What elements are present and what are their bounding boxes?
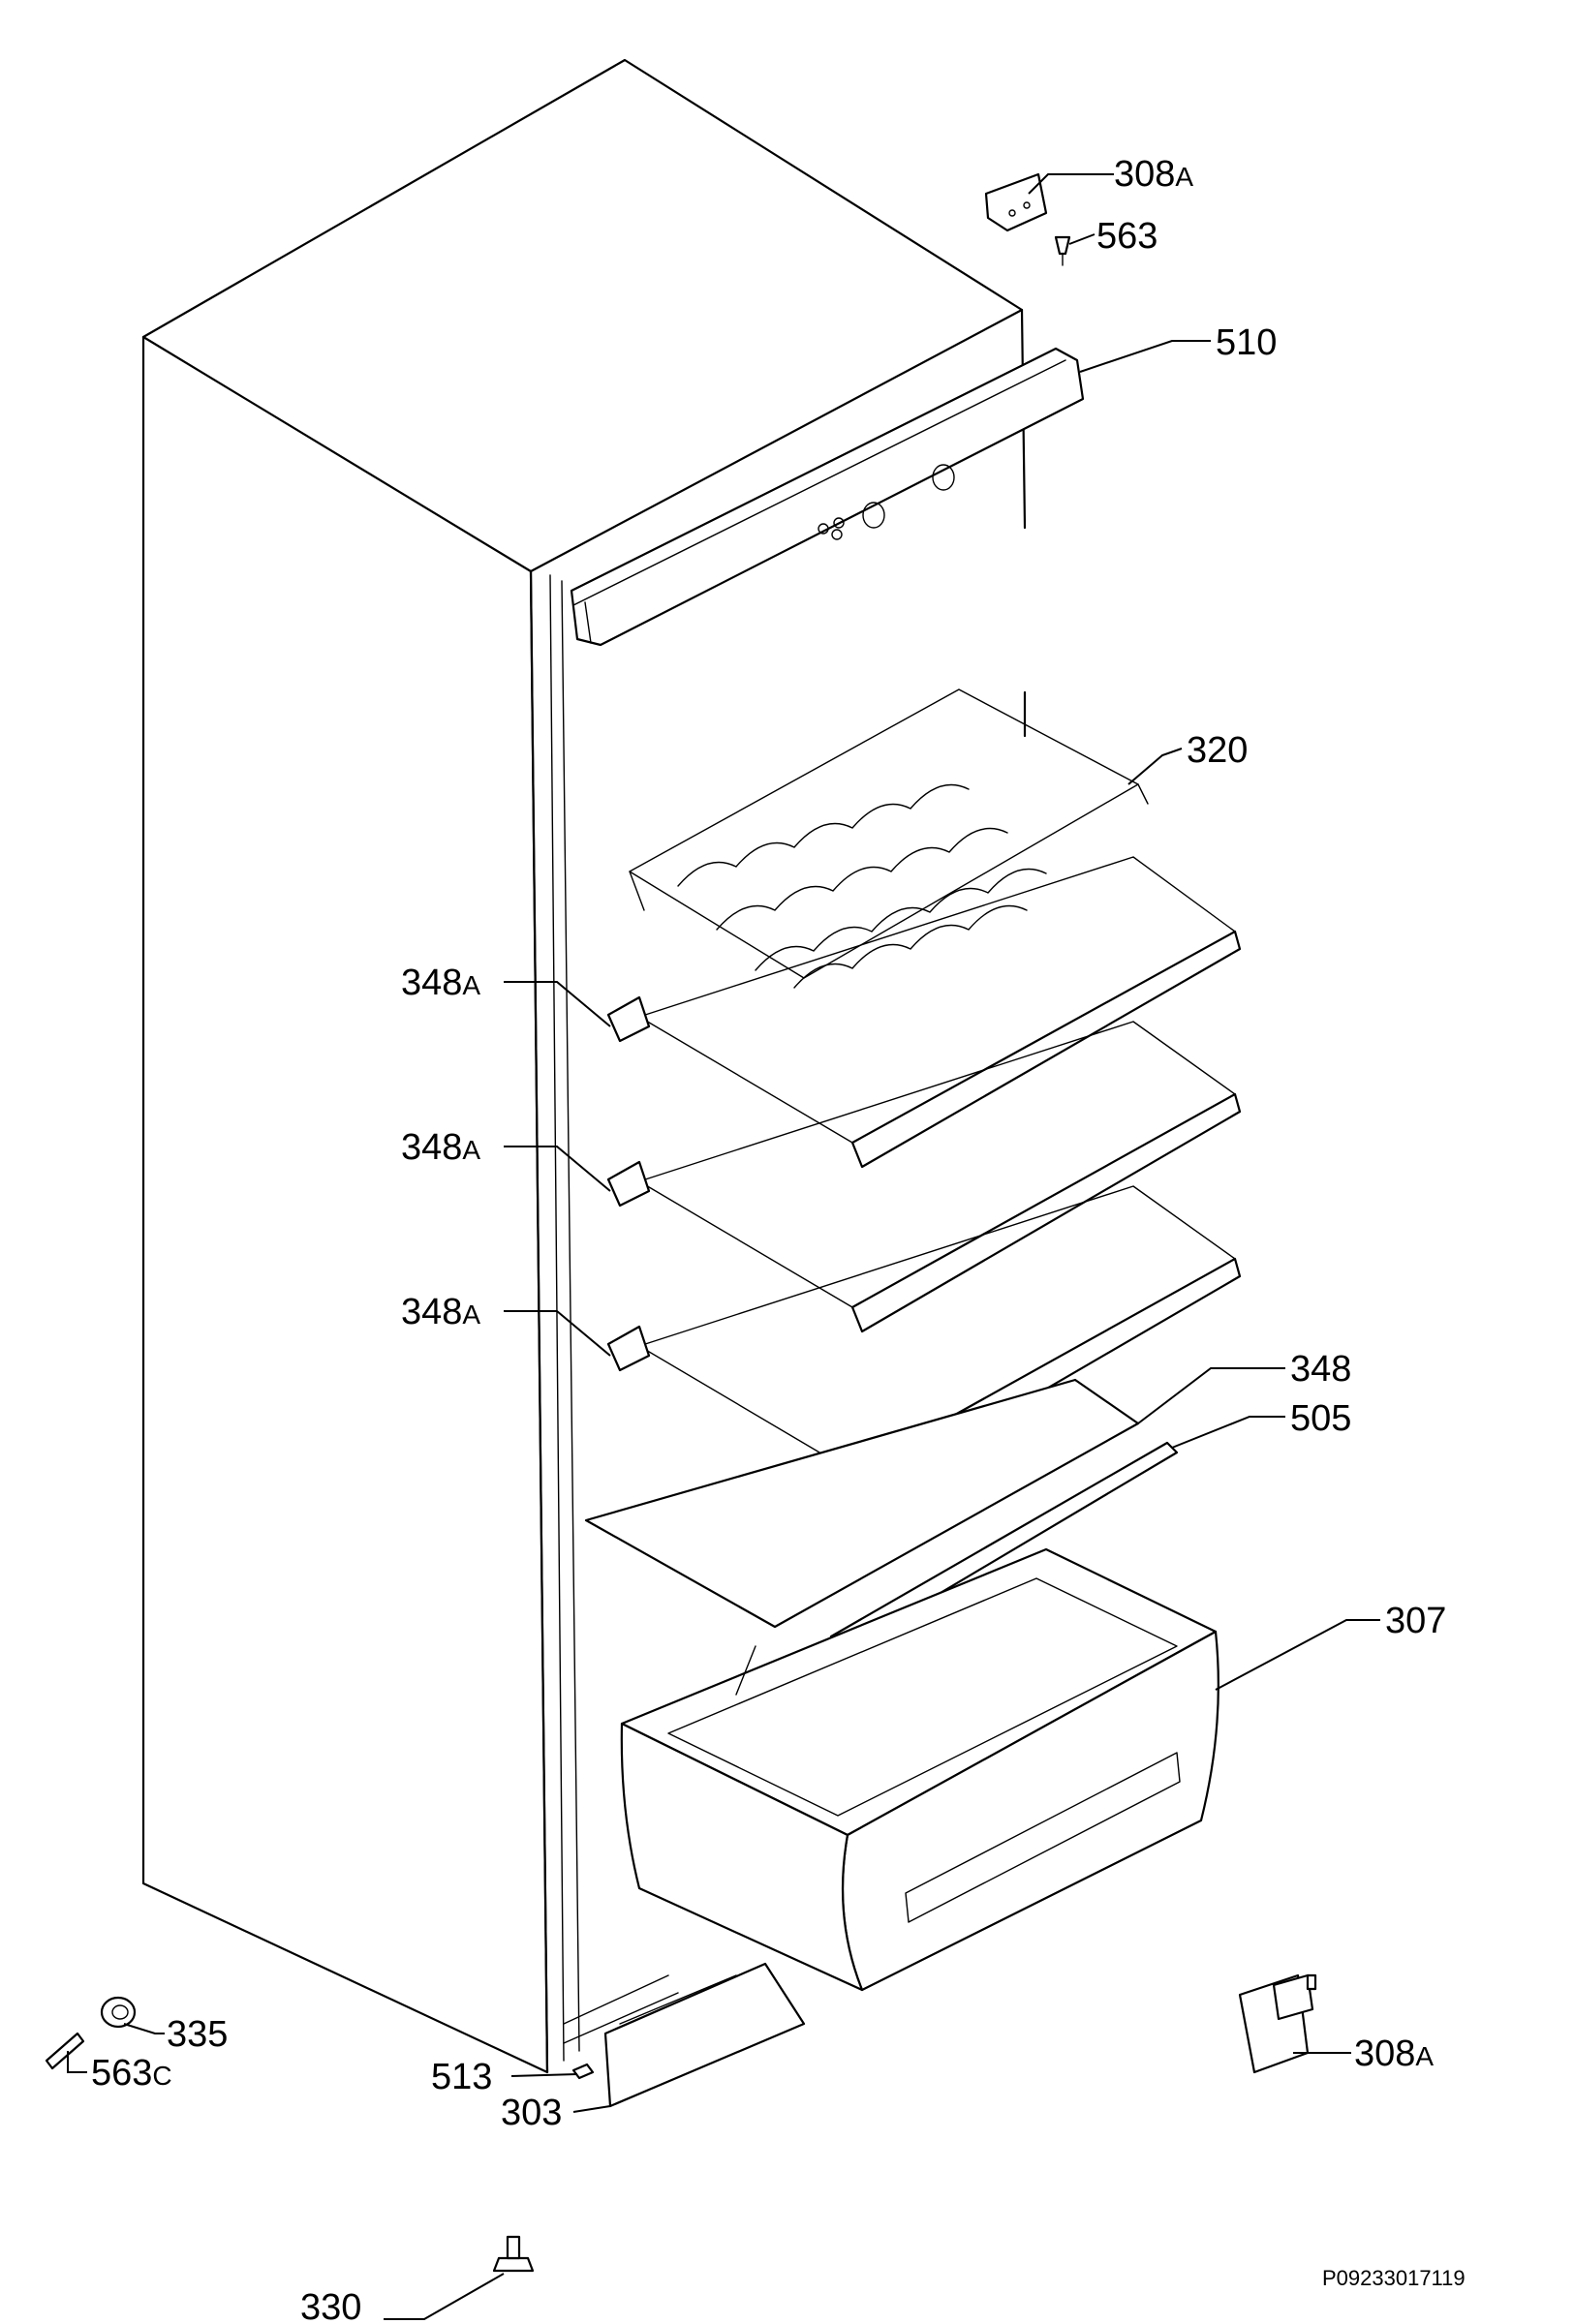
label-308a-top: 308A [1114, 154, 1193, 195]
label-307: 307 [1385, 1601, 1446, 1641]
shelf-2 [606, 1021, 1242, 1333]
label-320: 320 [1187, 730, 1248, 771]
label-563: 563 [1096, 216, 1157, 257]
label-513: 513 [431, 2057, 492, 2097]
cabinet [141, 58, 1027, 2074]
label-303: 303 [501, 2093, 562, 2133]
screw-top [1054, 235, 1071, 266]
adjustable-foot [492, 2235, 535, 2273]
wine-rack [629, 688, 1149, 989]
label-335: 335 [167, 2014, 228, 2055]
hinge-bottom [1238, 1973, 1317, 2074]
control-panel [570, 347, 1085, 647]
drawing-code: P09233017119 [1322, 2266, 1466, 2290]
kick-plate [603, 1962, 806, 2108]
label-505: 505 [1290, 1398, 1351, 1439]
part-labels: 308A 563 510 320 348A 348A 348A 348 505 … [91, 154, 1466, 2324]
bush [100, 1996, 137, 2029]
leader-lines [67, 173, 1380, 2320]
label-348: 348 [1290, 1349, 1351, 1390]
label-348a-3: 348A [401, 1292, 480, 1332]
label-348a-2: 348A [401, 1127, 480, 1168]
clip [571, 2063, 595, 2080]
label-330: 330 [300, 2287, 361, 2324]
hinge-top [984, 172, 1048, 232]
label-308a-bottom: 308A [1354, 2034, 1434, 2074]
pin [45, 2032, 85, 2070]
crisper-drawer [620, 1547, 1219, 1992]
label-348a-1: 348A [401, 963, 480, 1003]
shelf-1 [606, 856, 1242, 1169]
label-510: 510 [1216, 322, 1277, 363]
label-563c: 563C [91, 2053, 172, 2094]
